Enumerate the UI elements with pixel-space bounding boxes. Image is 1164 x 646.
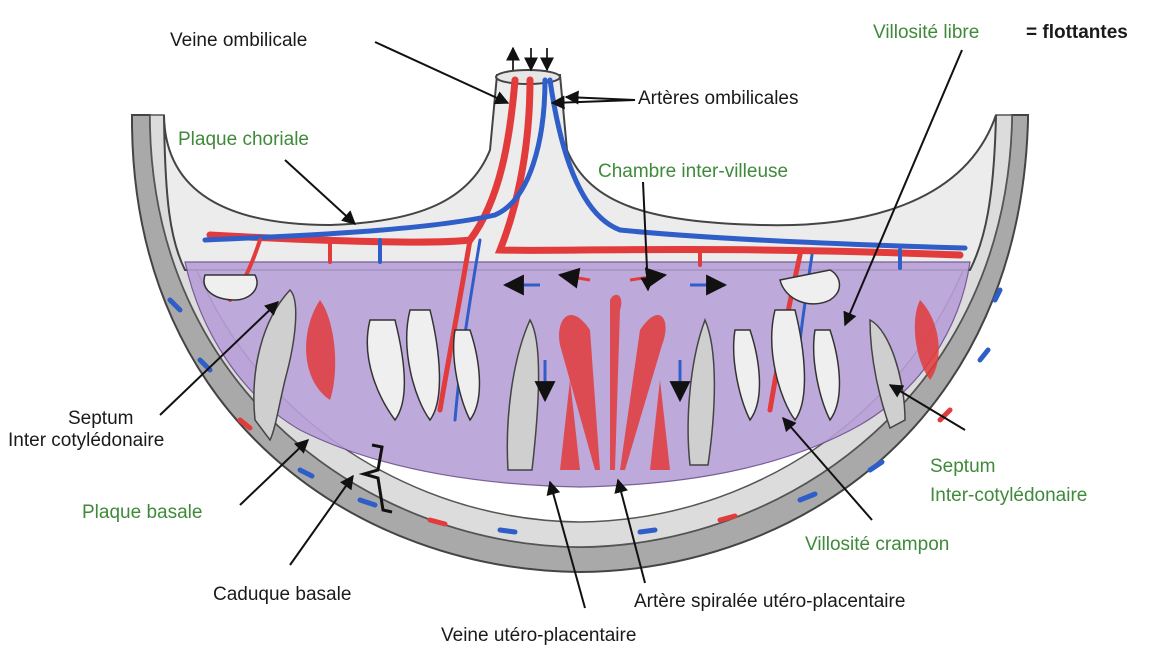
label-septum-left-1: Septum [68,408,133,429]
label-flottantes: = flottantes [1026,22,1128,43]
label-chambre-inter-villeuse: Chambre inter-villeuse [598,161,788,182]
label-septum-right-1: Septum [930,456,995,477]
label-septum-left-2: Inter cotylédonaire [8,430,164,451]
label-plaque-choriale: Plaque choriale [178,129,309,150]
label-plaque-basale: Plaque basale [82,502,202,523]
label-caduque-basale: Caduque basale [213,584,351,605]
label-septum-right-2: Inter-cotylédonaire [930,485,1087,506]
cord-flow-arrows [513,48,547,70]
label-veine-ombilicale: Veine ombilicale [170,30,307,51]
label-villosite-libre: Villosité libre [873,22,979,43]
label-arteres-ombilicales: Artères ombilicales [638,88,799,109]
label-veine-utero-placentaire: Veine utéro-placentaire [441,625,636,646]
label-villosite-crampon: Villosité crampon [805,534,949,555]
label-artere-spiralee: Artère spiralée utéro-placentaire [634,591,905,612]
